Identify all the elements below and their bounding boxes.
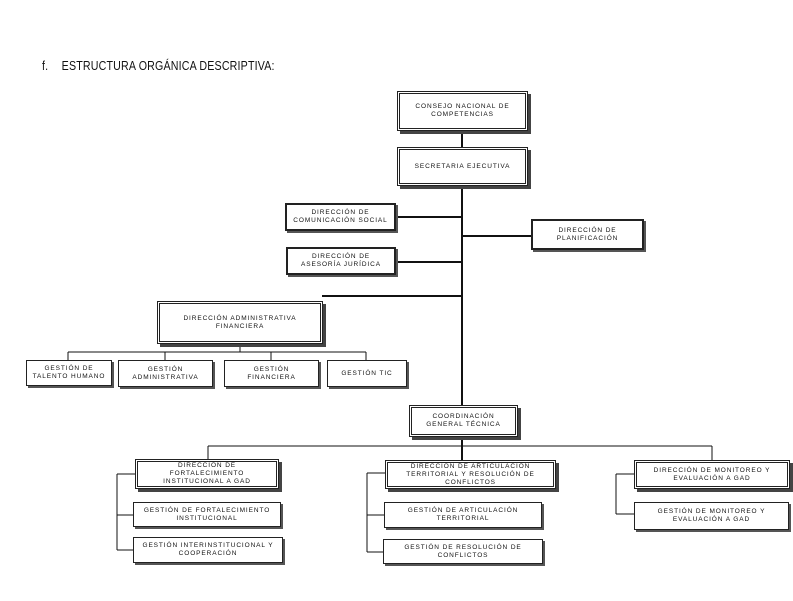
- box-consejo: CONSEJO NACIONAL DE COMPETENCIAS: [397, 91, 528, 131]
- box-gestion-articulacion: GESTIÓN DE ARTICULACIÓN TERRITORIAL: [384, 502, 542, 528]
- box-asesoria: DIRECCIÓN DE ASESORÍA JURÍDICA: [286, 247, 396, 275]
- box-gestion-financiera: GESTIÓN FINANCIERA: [224, 360, 319, 387]
- box-gestion-conflictos: GESTIÓN DE RESOLUCIÓN DE CONFLICTOS: [383, 539, 543, 564]
- box-comunicacion: DIRECCIÓN DE COMUNICACIÓN SOCIAL: [285, 203, 396, 231]
- section-title: ESTRUCTURA ORGÁNICA DESCRIPTIVA:: [61, 58, 275, 73]
- section-heading: f. ESTRUCTURA ORGÁNICA DESCRIPTIVA:: [42, 58, 275, 73]
- box-secretaria: SECRETARIA EJECUTIVA: [397, 147, 528, 186]
- box-gestion-fortalecimiento: GESTIÓN DE FORTALECIMIENTO INSTITUCIONAL: [133, 502, 281, 527]
- box-gestion-tic: GESTIÓN TIC: [327, 360, 407, 387]
- section-number: f.: [42, 58, 49, 73]
- box-fortalecimiento: DIRECCIÓN DE FORTALECIMIENTO INSTITUCION…: [135, 459, 279, 489]
- box-planificacion: DIRECCIÓN DE PLANIFICACIÓN: [531, 219, 644, 250]
- box-gestion-administrativa: GESTIÓN ADMINISTRATIVA: [118, 360, 213, 387]
- box-administrativa: DIRECCIÓN ADMINISTRATIVA FINANCIERA: [157, 301, 323, 344]
- box-monitoreo: DIRECCIÓN DE MONITOREO Y EVALUACIÓN A GA…: [634, 460, 790, 489]
- box-articulacion: DIRECCIÓN DE ARTICULACIÓN TERRITORIAL Y …: [385, 460, 556, 489]
- box-gestion-monitoreo: GESTIÓN DE MONITOREO Y EVALUACIÓN A GAD: [634, 502, 789, 530]
- box-talento-humano: GESTIÓN DE TALENTO HUMANO: [26, 360, 112, 386]
- box-gestion-interinstitucional: GESTIÓN INTERINSTITUCIONAL Y COOPERACIÓN: [133, 537, 283, 563]
- box-coordinacion: COORDINACIÓN GENERAL TÉCNICA: [409, 405, 518, 437]
